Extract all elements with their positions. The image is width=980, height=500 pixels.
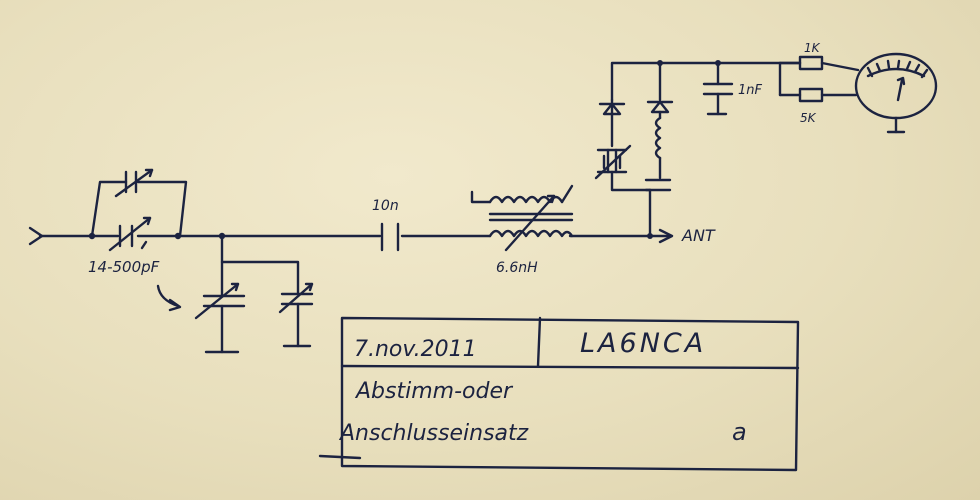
title-block-description-line2: Anschlusseinsatz bbox=[338, 421, 529, 446]
coupling-cap-value-label: 10n bbox=[372, 198, 399, 214]
bypass-capacitor bbox=[702, 61, 734, 116]
pointer-arrow bbox=[156, 284, 182, 312]
coupling-capacitor bbox=[380, 222, 400, 252]
shunt-variable-capacitor-right bbox=[278, 282, 314, 348]
detector-top-rail bbox=[610, 61, 802, 102]
title-block-date: 7.nov.2011 bbox=[354, 337, 477, 362]
output-arrow bbox=[658, 228, 674, 244]
meter-icon bbox=[854, 52, 938, 134]
inductor-value-label: 6.6nH bbox=[496, 260, 538, 276]
bypass-cap-value-label: 1nF bbox=[738, 83, 763, 98]
upper-variable-capacitor bbox=[114, 168, 154, 198]
resistor-bottom bbox=[778, 87, 858, 103]
resistor-top bbox=[778, 55, 860, 72]
resistor-top-value-label: 1K bbox=[804, 41, 821, 55]
title-block-variant: a bbox=[732, 418, 747, 446]
title-block bbox=[318, 316, 800, 472]
variable-inductor bbox=[470, 184, 574, 252]
title-block-callsign: LA6NCA bbox=[580, 328, 706, 359]
input-variable-capacitor bbox=[108, 216, 152, 252]
diode-and-rf-choke bbox=[646, 61, 674, 180]
antenna-label: ANT bbox=[681, 226, 716, 245]
shunt-variable-capacitor-left bbox=[194, 282, 246, 354]
resistor-bottom-value-label: 5K bbox=[800, 111, 817, 125]
title-block-description-line1: Abstimm-oder bbox=[354, 379, 514, 404]
input-parallel-branch bbox=[90, 180, 188, 238]
detector-coupling-capacitor bbox=[644, 178, 672, 238]
input-cap-value-label: 14-500pF bbox=[88, 258, 160, 276]
left-detector-branch bbox=[594, 98, 652, 192]
shunt-capacitor-branch bbox=[220, 234, 300, 298]
